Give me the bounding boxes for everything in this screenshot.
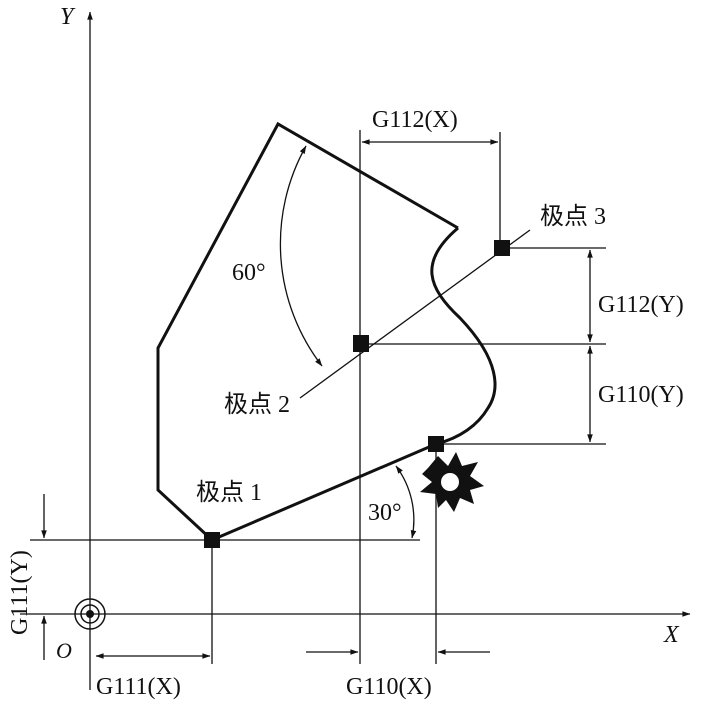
workpiece-contour bbox=[156, 121, 459, 542]
g110x-label: G110(X) bbox=[346, 674, 432, 700]
workpiece-bottom-edge bbox=[211, 442, 437, 542]
pole1-marker bbox=[204, 532, 220, 548]
milling-cutter-icon bbox=[420, 452, 484, 512]
g110y-label: G110(Y) bbox=[598, 382, 684, 408]
y-axis-label: Y bbox=[60, 4, 76, 30]
angle-30-arc bbox=[395, 465, 417, 539]
angle-60-label: 60° bbox=[232, 260, 266, 286]
pole3-label: 极点 3 bbox=[540, 203, 606, 230]
pole1-label: 极点 1 bbox=[196, 479, 262, 506]
g112x-label: G112(X) bbox=[372, 107, 458, 133]
angle-30-label: 30° bbox=[368, 500, 402, 526]
origin-label: O bbox=[56, 638, 72, 663]
pole2-marker bbox=[353, 335, 369, 352]
tool-position-marker bbox=[428, 436, 444, 452]
pole2-pole3-connect-line bbox=[299, 229, 531, 399]
origin-symbol-icon bbox=[74, 598, 106, 630]
pole2-label: 极点 2 bbox=[224, 391, 290, 418]
x-axis-label: X bbox=[663, 622, 680, 648]
g111x-label: G111(X) bbox=[96, 674, 181, 700]
angle-60-arc bbox=[279, 145, 323, 367]
g112y-label: G112(Y) bbox=[598, 292, 684, 318]
workpiece-curve bbox=[430, 226, 497, 446]
g111y-label: G111(Y) bbox=[7, 550, 33, 635]
pole3-marker bbox=[494, 240, 510, 256]
